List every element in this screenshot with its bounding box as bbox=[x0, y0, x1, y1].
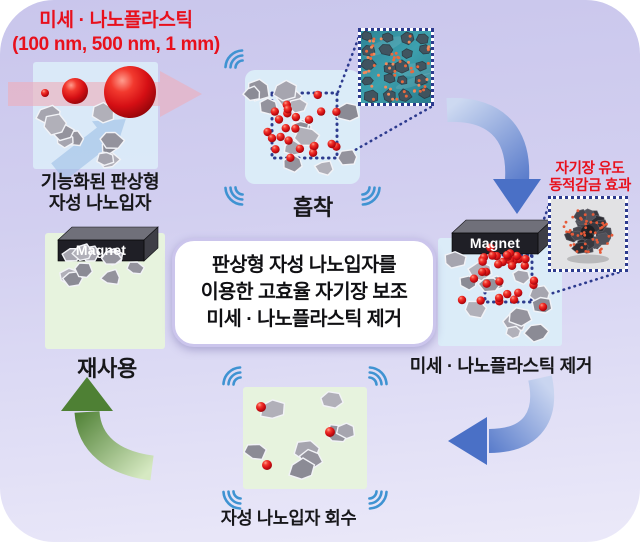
particle-cluster-image bbox=[551, 199, 625, 269]
magnet-label-right: Magnet bbox=[469, 235, 521, 251]
dynamic-confinement-zoom-inset bbox=[548, 196, 628, 272]
plastic-title-line2: (100 nm, 500 nm, 1 mm) bbox=[12, 34, 220, 55]
feed-caption-line2: 자성 나노입자 bbox=[48, 193, 152, 213]
magnet-label-left: Magnet bbox=[75, 242, 127, 258]
summary-line1: 판상형 자성 나노입자를 bbox=[211, 254, 397, 276]
plastic-title: 미세 · 나노플라스틱 (100 nm, 500 nm, 1 mm) bbox=[0, 9, 232, 57]
plastic-title-line1: 미세 · 나노플라스틱 bbox=[39, 10, 193, 31]
adsorption-zoom-inset bbox=[358, 28, 441, 106]
recovery-caption: 자성 나노입자 회수 bbox=[220, 508, 357, 528]
feed-caption-line1: 기능화된 판상형 bbox=[40, 172, 160, 192]
adsorption-caption: 흡착 bbox=[293, 195, 333, 220]
summary-line3: 미세 · 나노플라스틱 제거 bbox=[206, 308, 402, 330]
reuse-caption: 재사용 bbox=[77, 356, 137, 381]
summary-line2: 이용한 고효율 자기장 보조 bbox=[200, 281, 408, 303]
dynamic-confinement-caption: 자기장 유도 동적감금 효과 bbox=[538, 161, 640, 194]
sem-micrograph-image bbox=[359, 30, 441, 104]
central-summary-box: 판상형 자성 나노입자를 이용한 고효율 자기장 보조 미세 · 나노플라스틱 … bbox=[172, 238, 436, 347]
feed-caption: 기능화된 판상형 자성 나노입자 bbox=[12, 172, 188, 214]
dynamic-caption-line2: 동적감금 효과 bbox=[549, 177, 631, 194]
removal-caption: 미세 · 나노플라스틱 제거 bbox=[409, 356, 593, 376]
dynamic-caption-line1: 자기장 유도 bbox=[555, 161, 625, 177]
